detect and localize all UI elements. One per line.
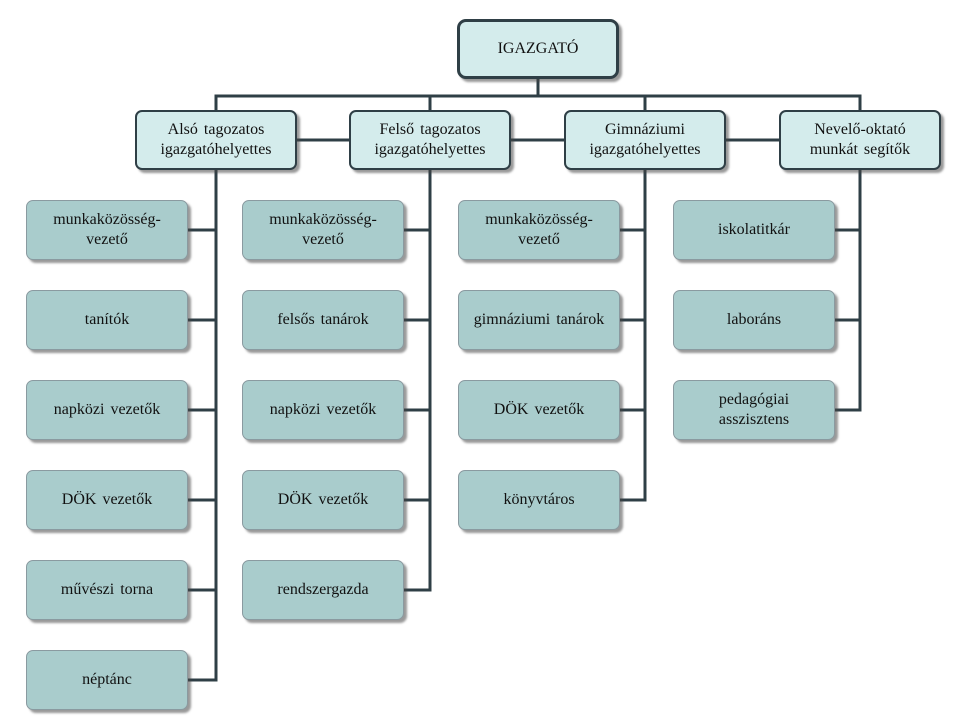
lower-school-item[interactable]: művészi torna [26, 560, 188, 620]
upper-school-item[interactable]: felsős tanárok [242, 290, 404, 350]
item-label: munkaközösség- vezető [269, 211, 377, 248]
item-label: munkaközösség- vezető [485, 211, 593, 248]
upper-school-item[interactable]: rendszergazda [242, 560, 404, 620]
item-label: DÖK vezetők [61, 491, 153, 508]
gymnasium-deputy-box[interactable]: Gimnáziumi igazgatóhelyettes [564, 110, 726, 170]
gymnasium-item[interactable]: gimnáziumi tanárok [458, 290, 620, 350]
item-label: napközi vezetők [53, 401, 161, 418]
item-label: gimnáziumi tanárok [473, 311, 605, 328]
item-label: rendszergazda [277, 581, 369, 598]
item-label: pedagógiai asszisztens [718, 391, 790, 428]
support-staff-item[interactable]: iskolatitkár [673, 200, 835, 260]
support-staff-item[interactable]: pedagógiai asszisztens [673, 380, 835, 440]
item-label: DÖK vezetők [493, 401, 585, 418]
item-label: könyvtáros [503, 491, 575, 508]
gymnasium-deputy-label: Gimnáziumi igazgatóhelyettes [589, 121, 701, 158]
item-label: laboráns [726, 311, 782, 328]
gymnasium-item[interactable]: DÖK vezetők [458, 380, 620, 440]
director-box[interactable]: IGAZGATÓ [457, 19, 619, 79]
item-label: felsős tanárok [277, 311, 369, 328]
lower-school-item[interactable]: tanítók [26, 290, 188, 350]
lower-school-deputy-box[interactable]: Alsó tagozatos igazgatóhelyettes [135, 110, 297, 170]
director-label: IGAZGATÓ [497, 40, 579, 57]
upper-school-deputy-box[interactable]: Felső tagozatos igazgatóhelyettes [349, 110, 511, 170]
gymnasium-item[interactable]: könyvtáros [458, 470, 620, 530]
upper-school-deputy-label: Felső tagozatos igazgatóhelyettes [374, 121, 486, 158]
item-label: művészi torna [60, 581, 154, 598]
item-label: DÖK vezetők [277, 491, 369, 508]
support-staff-label: Nevelő-oktató munkát segítők [809, 121, 911, 158]
item-label: iskolatitkár [718, 221, 790, 238]
item-label: munkaközösség- vezető [53, 211, 161, 248]
item-label: tanítók [84, 311, 130, 328]
lower-school-item[interactable]: néptánc [26, 650, 188, 710]
lower-school-deputy-label: Alsó tagozatos igazgatóhelyettes [160, 121, 272, 158]
lower-school-item[interactable]: napközi vezetők [26, 380, 188, 440]
item-label: napközi vezetők [269, 401, 377, 418]
upper-school-item[interactable]: DÖK vezetők [242, 470, 404, 530]
upper-school-item[interactable]: munkaközösség- vezető [242, 200, 404, 260]
support-staff-item[interactable]: laboráns [673, 290, 835, 350]
support-staff-box[interactable]: Nevelő-oktató munkát segítők [779, 110, 941, 170]
lower-school-item[interactable]: munkaközösség- vezető [26, 200, 188, 260]
item-label: néptánc [82, 671, 132, 688]
gymnasium-item[interactable]: munkaközösség- vezető [458, 200, 620, 260]
lower-school-item[interactable]: DÖK vezetők [26, 470, 188, 530]
upper-school-item[interactable]: napközi vezetők [242, 380, 404, 440]
